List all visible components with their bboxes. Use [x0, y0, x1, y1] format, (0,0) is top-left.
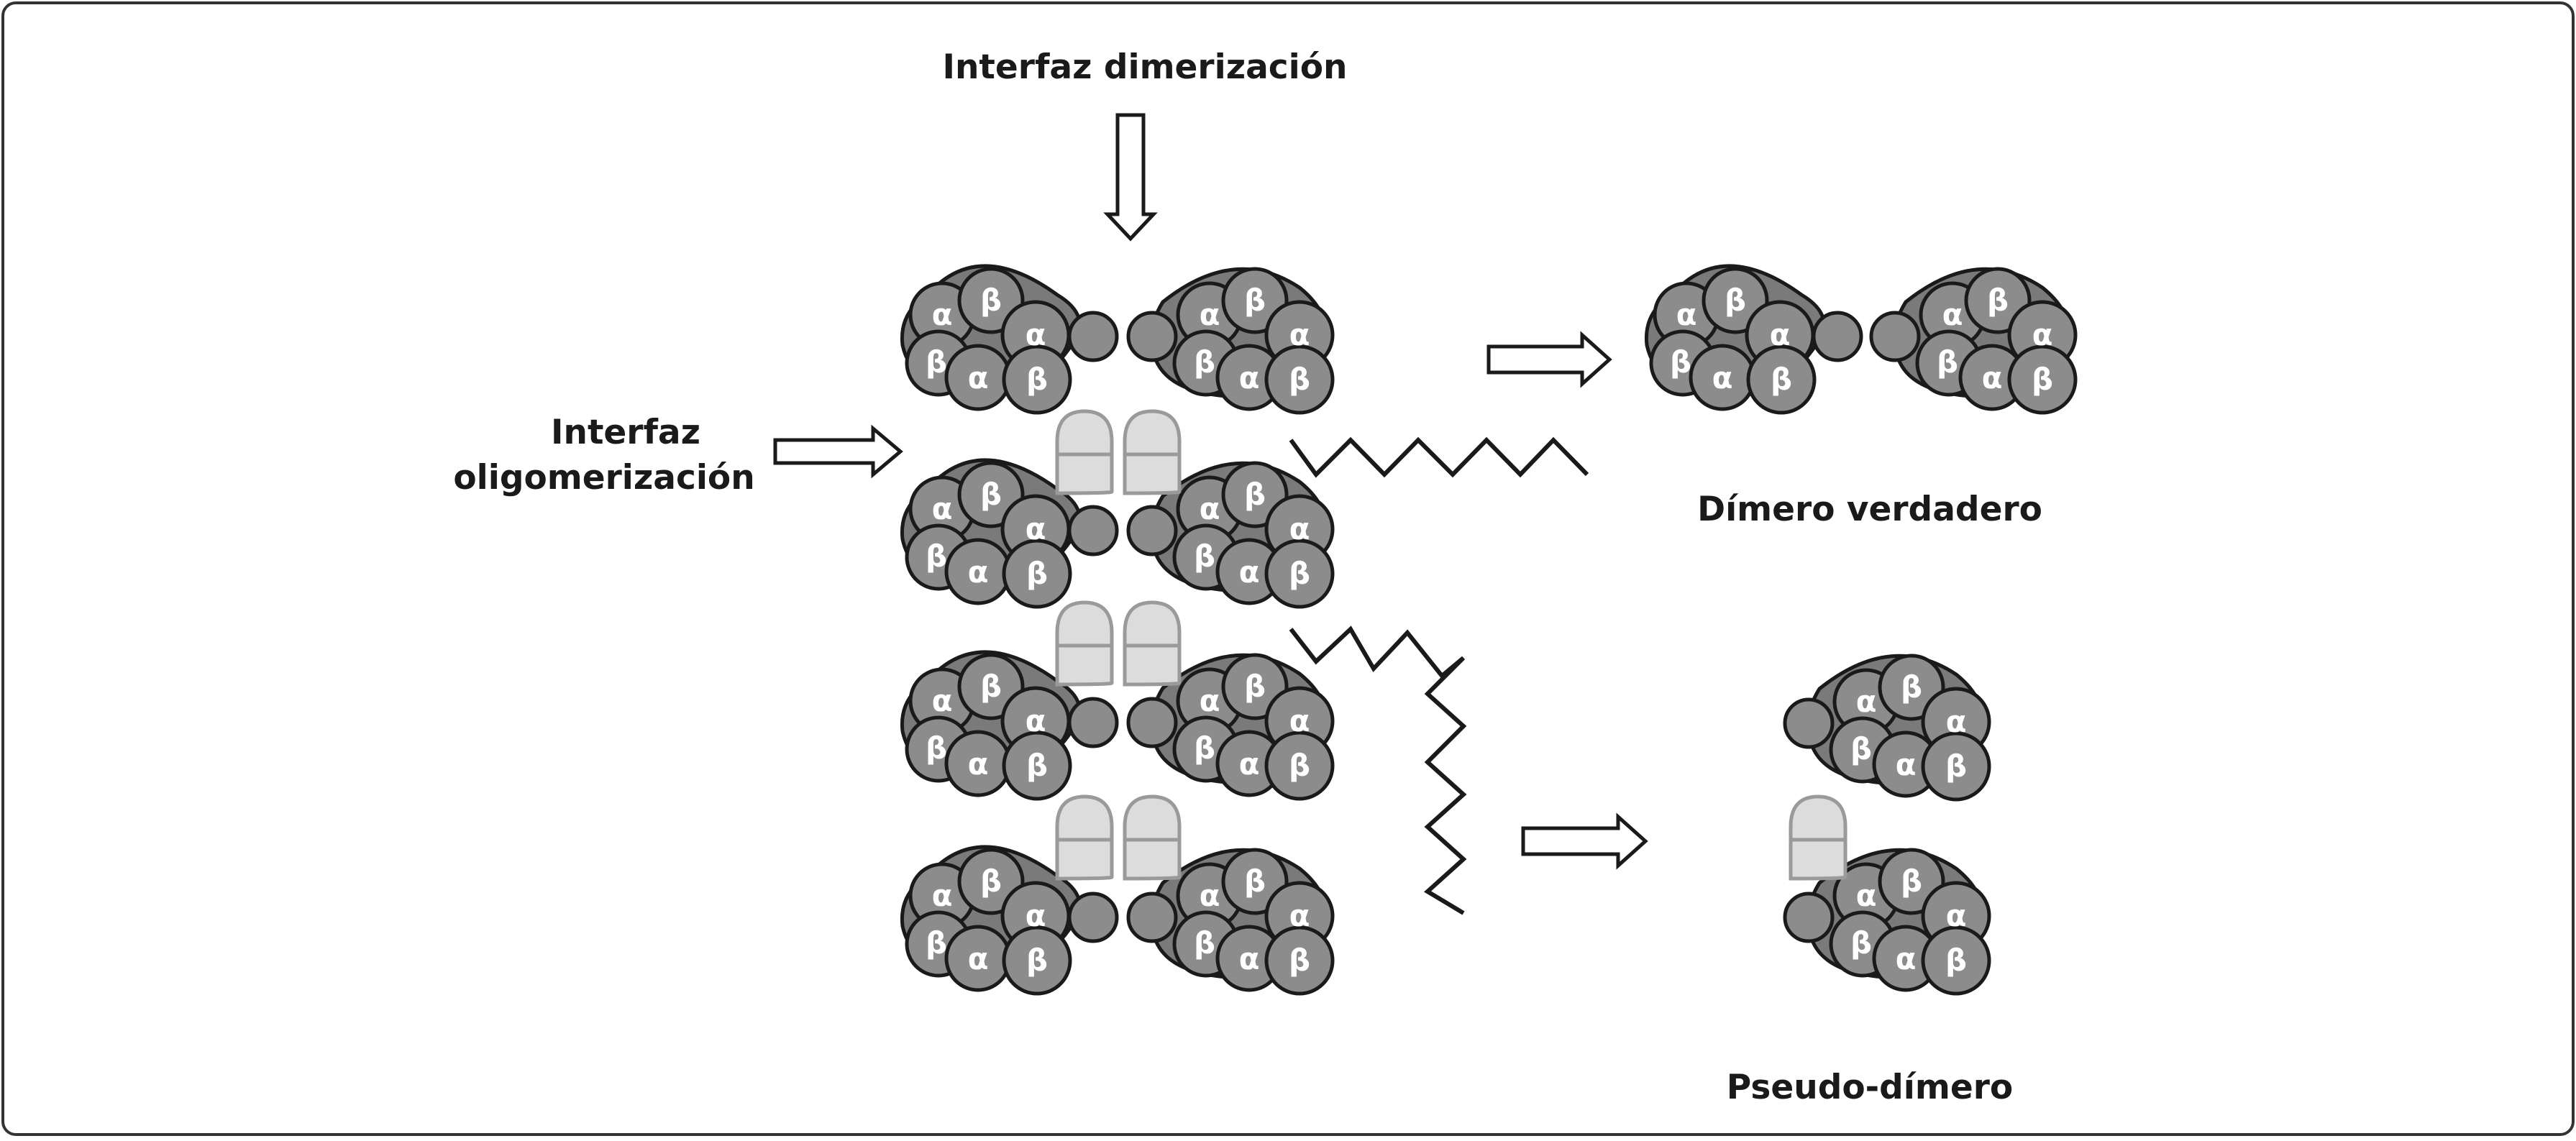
- complex-row-1: [902, 266, 1333, 413]
- complex-row-2: [902, 460, 1333, 607]
- dimerization-arrow: [1103, 113, 1158, 242]
- oligomerization-label-line2: oligomerización: [453, 458, 754, 498]
- pseudo-dimer-label: Pseudo-dímero: [1727, 1068, 2013, 1107]
- complex-row-4: [902, 847, 1333, 994]
- true-dimer-arrow: [1486, 331, 1612, 388]
- oligomerization-label-line1: Interfaz: [551, 413, 700, 452]
- cleavage-zigzag-bottom: [1289, 626, 1467, 915]
- oligomerization-capsules: [1057, 411, 1179, 879]
- true-dimer-label: Dímero verdadero: [1697, 490, 2042, 529]
- true-dimer: [1646, 266, 2075, 413]
- dimerization-interface-label: Interfaz dimerización: [942, 47, 1347, 87]
- complex-row-3: [902, 652, 1333, 799]
- pseudo-dimer-arrow: [1521, 812, 1648, 870]
- cleavage-zigzag-top: [1289, 436, 1589, 478]
- pseudo-dimer: [1785, 656, 1989, 994]
- oligomerization-arrow: [773, 424, 903, 479]
- oligomer-stack: [902, 266, 1333, 994]
